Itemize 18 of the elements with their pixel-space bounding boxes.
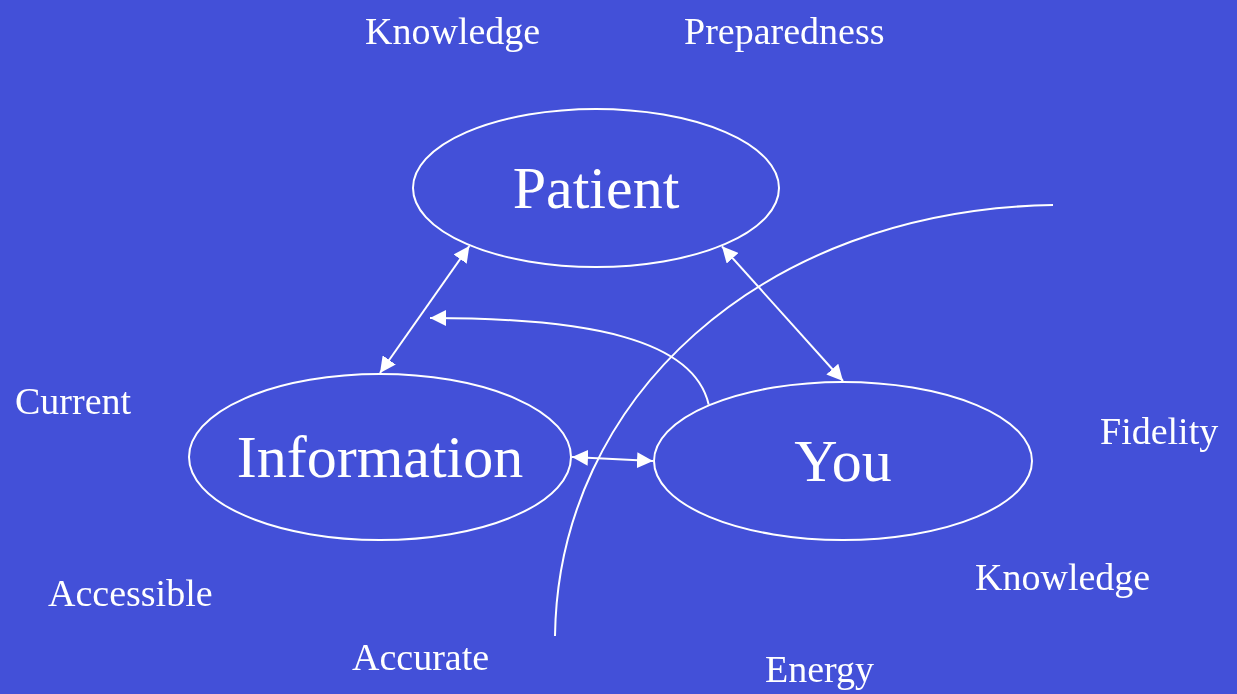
label-text: Fidelity — [1100, 409, 1219, 454]
arrow — [379, 245, 471, 374]
ellipse-node — [653, 381, 1033, 541]
label-text: Preparedness — [684, 9, 885, 54]
ellipse-node — [188, 373, 572, 541]
node-label: Patient — [512, 158, 680, 218]
node-label: Information — [236, 427, 524, 487]
arrow — [429, 310, 710, 406]
arrow — [571, 449, 654, 469]
node-label: You — [794, 431, 892, 491]
label-text: Current — [15, 379, 132, 424]
arrow — [720, 245, 844, 382]
label-text: Accessible — [48, 571, 213, 616]
label-text: Accurate — [352, 635, 490, 680]
label-text: Knowledge — [365, 9, 541, 54]
ellipse-node — [412, 108, 780, 268]
label-text: Knowledge — [975, 555, 1151, 600]
label-text: Energy — [765, 647, 875, 692]
